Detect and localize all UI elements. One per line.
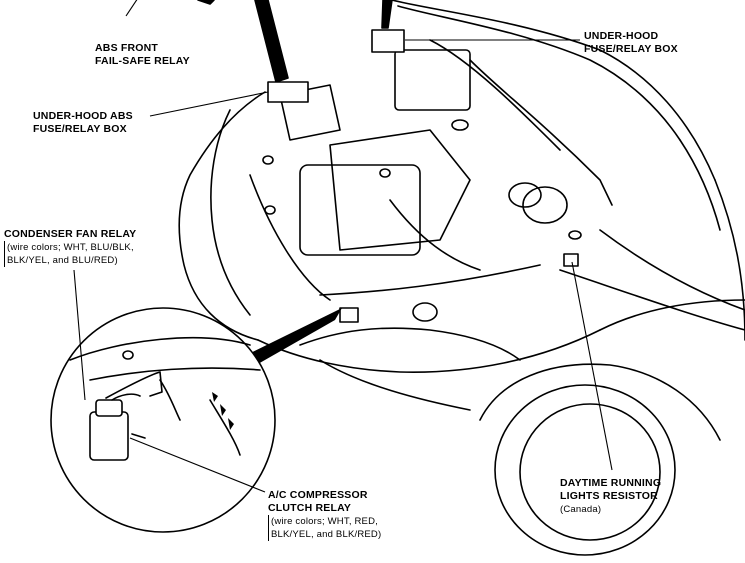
label-line: CLUTCH RELAY [268, 502, 352, 514]
front-wheel [494, 384, 676, 556]
wheel-arch [479, 363, 721, 441]
label-line: BLK/YEL, and BLK/RED) [271, 529, 382, 540]
label-underhood-abs-box: UNDER-HOOD ABS FUSE/RELAY BOX [33, 110, 133, 136]
radiator-support [319, 264, 541, 296]
condenser-fan-relay [339, 307, 359, 323]
left-fender-inner [210, 109, 251, 316]
bumper-chin [319, 359, 471, 411]
detail-bolt [122, 350, 134, 360]
body-side-line [559, 269, 745, 331]
detail-clip [131, 433, 146, 439]
front-wheel-rim [519, 403, 661, 541]
bolt-cap [568, 230, 582, 240]
radiator-hose [389, 199, 481, 271]
wire-colors-group: (wire colors; WHT, RED, BLK/YEL, and BLK… [268, 515, 381, 541]
label-underhood-fuse-box: UNDER-HOOD FUSE/RELAY BOX [584, 30, 678, 56]
leader-ac-clutch [129, 437, 266, 493]
detail-panel-line [89, 367, 261, 381]
detail-bracket [105, 371, 163, 399]
front-bumper [257, 329, 601, 373]
wire-colors-group: (wire colors; WHT, BLU/BLK, BLK/YEL, and… [4, 241, 136, 267]
label-note: (Canada) [560, 504, 602, 515]
leader-abs-box [149, 91, 269, 117]
label-ac-clutch-relay: A/C COMPRESSOR CLUTCH RELAY (wire colors… [268, 489, 381, 541]
battery [394, 49, 471, 111]
detail-relay-body [89, 411, 129, 461]
label-line: DAYTIME RUNNING [560, 477, 662, 489]
wiper-arm [469, 59, 613, 206]
strut-tower [279, 84, 341, 141]
leader-abs-front [125, 0, 138, 17]
label-line: FUSE/RELAY BOX [584, 43, 678, 55]
bolt-cap [412, 302, 438, 322]
label-line: FUSE/RELAY BOX [33, 123, 127, 135]
label-line: (wire colors; WHT, BLU/BLK, [7, 242, 134, 253]
top-pointer-wedge [197, 0, 215, 5]
label-title: CONDENSER FAN RELAY [4, 228, 137, 240]
top-pointer-wedge [381, 0, 393, 29]
label-line: BLK/YEL, and BLU/RED) [7, 255, 118, 266]
detail-relay-connector [95, 399, 123, 417]
drl-resistor [563, 253, 579, 267]
detail-panel-line [209, 399, 241, 456]
right-fender-line [599, 229, 745, 311]
label-line: LIGHTS RESISTOR [560, 490, 658, 502]
reservoir-cap [451, 119, 469, 131]
top-pointer-wedge [254, 0, 289, 83]
left-fender [178, 91, 266, 341]
detail-panel-line [159, 379, 181, 421]
bolt-cap [379, 168, 391, 178]
label-line: FAIL-SAFE RELAY [95, 55, 190, 67]
hood-edge [391, 0, 716, 181]
label-line: ABS FRONT [95, 42, 159, 54]
abs-fuse-relay-box [267, 81, 309, 103]
magnifier-pointer-wedge [232, 308, 342, 372]
magnifier-circle [50, 307, 276, 533]
hood-inner-edge [397, 5, 681, 141]
underhood-fuse-relay-box [371, 29, 405, 53]
detail-shading [212, 392, 234, 430]
label-line: A/C COMPRESSOR [268, 489, 368, 501]
right-fender [714, 179, 745, 341]
air-cleaner [299, 164, 421, 256]
reservoir [508, 182, 542, 208]
label-abs-front-relay: ABS FRONT FAIL-SAFE RELAY [95, 42, 190, 68]
detail-panel-line [69, 337, 251, 361]
bumper-lower [299, 327, 521, 361]
label-line: UNDER-HOOD ABS [33, 110, 133, 122]
leader-condenser [73, 269, 86, 401]
leader-drl [571, 261, 613, 471]
detail-relay-wire [111, 393, 141, 401]
intake-plenum [329, 129, 471, 251]
windshield-edge [679, 139, 721, 231]
wiper-arm [429, 39, 561, 151]
label-line: (wire colors; WHT, RED, [271, 516, 378, 527]
brake-master [522, 186, 568, 224]
headlight-line [599, 299, 745, 331]
label-condenser-fan-relay: CONDENSER FAN RELAY (wire colors; WHT, B… [4, 228, 136, 267]
label-drl-resistor: DAYTIME RUNNING LIGHTS RESISTOR (Canada) [560, 477, 661, 516]
radiator-hose [249, 174, 331, 301]
label-line: UNDER-HOOD [584, 30, 659, 42]
bolt-cap [262, 155, 274, 165]
